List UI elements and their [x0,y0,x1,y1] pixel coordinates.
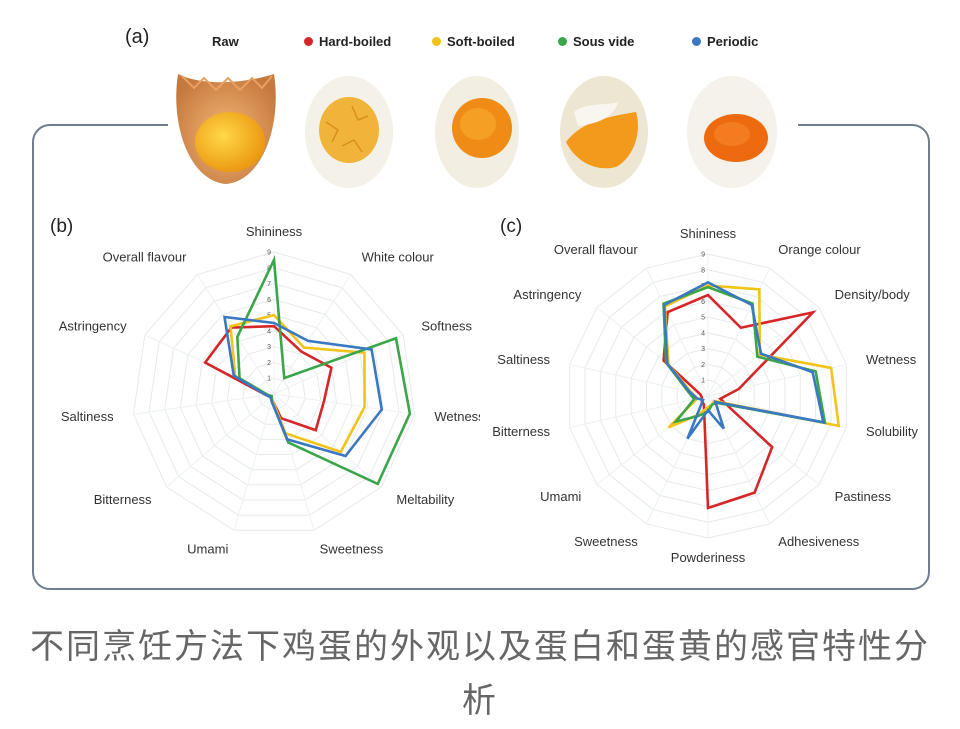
axis-label: Wetness [866,352,917,367]
axis-label: Pastiness [835,489,892,504]
legend-hard-boiled: Hard-boiled [304,34,391,49]
tick-label: 9 [701,252,705,259]
raw-egg-image [176,74,276,184]
grid-spoke [273,393,382,488]
axis-label: Astringency [59,319,127,334]
tick-label: 2 [267,360,271,367]
tick-label: 1 [701,378,705,385]
legend-label: Periodic [707,34,759,49]
grid-spoke [569,363,709,397]
tick-label: 4 [701,330,705,337]
axis-label: Shininess [680,226,737,241]
figure-caption: 不同烹饪方法下鸡蛋的外观以及蛋白和蛋黄的感官特性分析 [30,627,930,721]
legend-dot [432,37,441,46]
grid-spoke [645,267,709,397]
legend-raw: Raw [212,34,239,49]
axis-label: White colour [362,250,435,265]
panel-a-label: (a) [125,26,150,48]
axis-label: Solubility [866,424,919,439]
tick-label: 2 [701,362,705,369]
tick-label: 6 [701,299,705,306]
axis-label: Overall flavour [554,242,638,257]
axis-label: Bitterness [492,424,550,439]
panel-label: (c) [500,216,522,237]
grid-ring [148,267,400,516]
tick-label: 3 [267,344,271,351]
grid-spoke [273,334,404,395]
axis-label: Saltiness [61,409,114,424]
periodic-egg-image [687,76,777,188]
grid-spoke [596,307,709,397]
grid-spoke [273,393,415,415]
axis-label: Softness [421,319,472,334]
legend-label: Sous vide [573,34,635,49]
axis-label: Sweetness [574,534,638,549]
legend-label: Soft-boiled [447,34,515,49]
grid-spoke [569,395,709,429]
legend-dot [692,37,701,46]
tick-label: 6 [267,297,271,304]
grid-ring [132,251,416,531]
legend-periodic: Periodic [692,34,758,49]
axis-label: Powderiness [671,550,746,565]
axis-label: Umami [187,541,228,556]
axis-label: Overall flavour [103,250,187,265]
soft-boiled-egg-image [435,76,519,188]
legend-label: Hard-boiled [319,34,392,49]
legend-label: Raw [212,34,239,49]
axis-label: Wetness [434,409,480,424]
legend-soft-boiled: Soft-boiled [432,34,515,49]
tick-label: 3 [701,346,705,353]
sous-vide-egg-image [560,76,648,188]
grid-spoke [596,395,709,485]
grid-spoke [166,393,275,488]
axis-label: Meltability [396,492,454,507]
series-line-periodic [662,280,826,440]
hard-boiled-egg-image [305,76,393,188]
axis-label: Orange colour [778,242,861,257]
grid-spoke [233,393,275,531]
axis-label: Density/body [835,287,911,302]
tick-label: 1 [267,376,271,383]
axis-label: Bitterness [94,492,152,507]
grid-spoke [707,363,847,397]
tick-label: 4 [267,328,271,335]
panel-label: (b) [50,216,73,237]
tick-label: 9 [267,250,271,257]
legend-sous-vide: Sous vide [558,34,634,49]
axis-label: Sweetness [320,541,384,556]
grid-ring [195,314,353,471]
tick-label: 5 [701,315,705,322]
grid-spoke [707,307,820,397]
grid-ring [164,283,384,501]
grid-spoke [133,393,275,415]
tick-label: 7 [267,281,271,288]
axis-label: Saltiness [497,352,550,367]
axis-label: Adhesiveness [778,534,859,549]
axis-label: Astringency [513,287,581,302]
grid-spoke [273,274,352,395]
legend-dot [558,37,567,46]
legend-dot [304,37,313,46]
grid-ring [242,361,306,425]
grid-spoke [196,274,275,395]
series-line-periodic [222,315,384,458]
axis-label: Umami [540,489,581,504]
grid-spoke [707,395,771,525]
tick-label: 8 [701,267,705,274]
axis-label: Shininess [246,224,303,239]
